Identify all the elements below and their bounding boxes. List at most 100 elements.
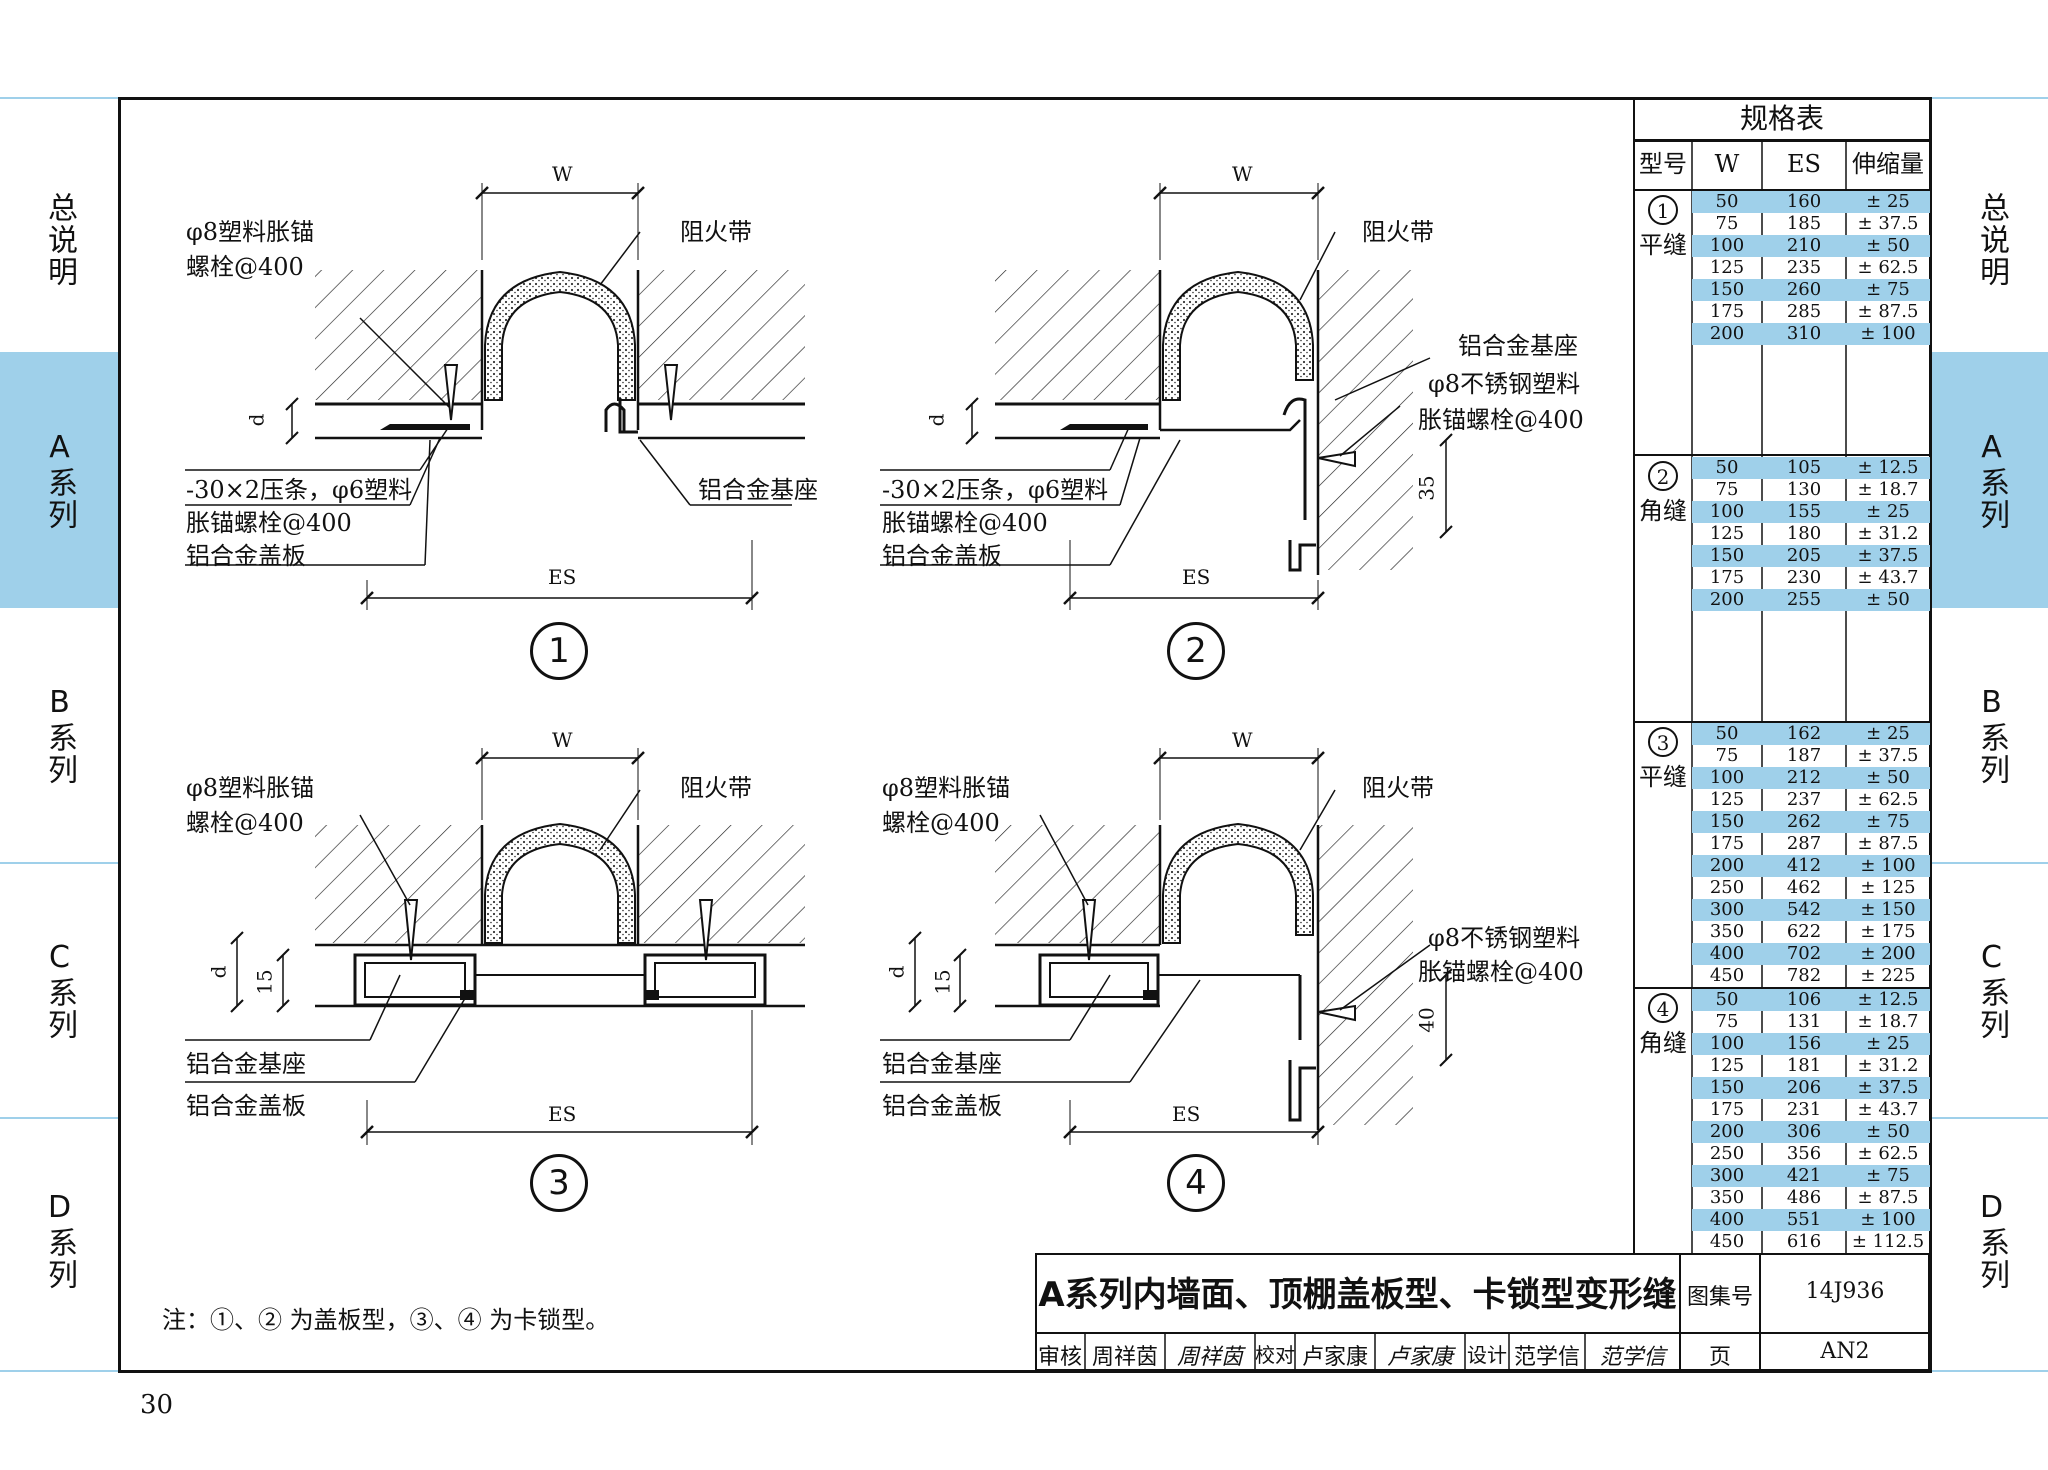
spec-cell-m: ± 37.5 — [1857, 545, 1919, 566]
d3-15-dim: 15 — [252, 969, 277, 995]
spec-row: 300 421 ± 75 — [1692, 1165, 1930, 1187]
spec-cell-m: ± 37.5 — [1857, 213, 1919, 234]
spec-cell-w: 150 — [1709, 811, 1745, 832]
spec-cell-w: 100 — [1709, 767, 1745, 788]
spec-cell-m: ± 25 — [1866, 501, 1910, 522]
d1-es-dim: ES — [548, 565, 577, 589]
spec-group-name: 角缝 — [1639, 1029, 1687, 1057]
spec-cell-es: 131 — [1786, 1011, 1822, 1032]
spec-cell-es: 210 — [1786, 235, 1822, 256]
spec-cell-es: 551 — [1786, 1209, 1822, 1230]
checker-signature: 卢家康 — [1386, 1345, 1453, 1370]
left-tab-d-series[interactable]: D系列 — [0, 1150, 118, 1330]
left-tab-b-series[interactable]: B系列 — [0, 640, 118, 830]
spec-cell-es: 486 — [1786, 1187, 1822, 1208]
spec-cell-w: 50 — [1715, 191, 1739, 212]
spec-cell-w: 400 — [1709, 943, 1745, 964]
tab-label: C系列 — [42, 939, 77, 1041]
spec-cell-m: ± 31.2 — [1857, 523, 1919, 544]
spec-cell-m: ± 75 — [1866, 279, 1910, 300]
spec-cell-m: ± 62.5 — [1857, 789, 1919, 810]
spec-cell-es: 156 — [1786, 1033, 1822, 1054]
spec-cell-w: 125 — [1709, 523, 1745, 544]
spec-cell-m: ± 75 — [1866, 811, 1910, 832]
spec-cell-m: ± 75 — [1866, 1165, 1910, 1186]
d4-40-dim: 40 — [1414, 1007, 1439, 1033]
d3-d-dim: d — [206, 965, 231, 979]
spec-cell-w: 200 — [1709, 1121, 1745, 1142]
spec-cell-w: 50 — [1715, 723, 1739, 744]
spec-cell-m: ± 43.7 — [1857, 1099, 1919, 1120]
spec-cell-w: 175 — [1709, 301, 1745, 322]
spec-cell-w: 125 — [1709, 789, 1745, 810]
spec-cell-es: 462 — [1786, 877, 1822, 898]
spec-cell-es: 160 — [1786, 191, 1822, 212]
tab-label: B系列 — [42, 684, 77, 786]
page-label: 页 — [1708, 1345, 1731, 1370]
right-tab-b-series[interactable]: B系列 — [1932, 640, 2048, 830]
left-tab-general[interactable]: 总说明 — [0, 150, 118, 330]
spec-cell-es: 356 — [1786, 1143, 1822, 1164]
d2-strip-label-2: 胀锚螺栓@400 — [882, 509, 1048, 537]
atlas-number: 14J936 — [1805, 1279, 1885, 1304]
left-tab-c-series[interactable]: C系列 — [0, 900, 118, 1080]
left-tab-a-series[interactable]: A系列 — [0, 352, 118, 608]
detail-4-drawing — [880, 748, 1453, 1145]
spec-cell-m: ± 112.5 — [1851, 1231, 1925, 1252]
spec-cell-w: 400 — [1709, 1209, 1745, 1230]
tab-label: A系列 — [1974, 429, 2009, 531]
spec-cell-m: ± 12.5 — [1857, 457, 1919, 478]
reviewer-signature: 周祥茵 — [1176, 1345, 1243, 1370]
spec-group-number: 4 — [1648, 993, 1678, 1023]
d1-fire-band-label: 阻火带 — [680, 218, 752, 246]
d4-es-dim: ES — [1172, 1102, 1201, 1126]
d4-cover-label: 铝合金盖板 — [882, 1092, 1002, 1120]
right-tab-d-series[interactable]: D系列 — [1932, 1150, 2048, 1330]
spec-cell-es: 230 — [1786, 567, 1822, 588]
spec-cell-es: 231 — [1786, 1099, 1822, 1120]
d2-base-label: 铝合金基座 — [1458, 332, 1578, 360]
spec-cell-es: 105 — [1786, 457, 1822, 478]
spec-cell-w: 300 — [1709, 1165, 1745, 1186]
spec-cell-m: ± 200 — [1860, 943, 1916, 964]
spec-cell-es: 421 — [1786, 1165, 1822, 1186]
spec-cell-w: 450 — [1709, 965, 1745, 986]
right-tab-general[interactable]: 总说明 — [1932, 150, 2048, 330]
d1-w-dim: W — [552, 162, 573, 186]
spec-cell-es: 235 — [1786, 257, 1822, 278]
d2-strip-label: -30×2压条，φ6塑料 — [882, 476, 1109, 504]
spec-cell-m: ± 62.5 — [1857, 1143, 1919, 1164]
tab-label: C系列 — [1974, 939, 2009, 1041]
detail-1-drawing — [185, 183, 805, 610]
tab-label: D系列 — [42, 1189, 77, 1291]
spec-cell-es: 106 — [1786, 989, 1822, 1010]
spec-cell-m: ± 87.5 — [1857, 1187, 1919, 1208]
header-w: W — [1714, 150, 1740, 178]
d1-cover-label: 铝合金盖板 — [186, 542, 306, 570]
d4-ss-anchor-label: φ8不锈钢塑料 — [1428, 924, 1581, 952]
spec-cell-m: ± 43.7 — [1857, 567, 1919, 588]
spec-cell-w: 75 — [1715, 479, 1739, 500]
right-tab-a-series[interactable]: A系列 — [1932, 352, 2048, 608]
spec-group-name: 平缝 — [1639, 231, 1687, 259]
spec-group-name: 角缝 — [1639, 497, 1687, 525]
right-tab-c-series[interactable]: C系列 — [1932, 900, 2048, 1080]
spec-cell-w: 75 — [1715, 213, 1739, 234]
